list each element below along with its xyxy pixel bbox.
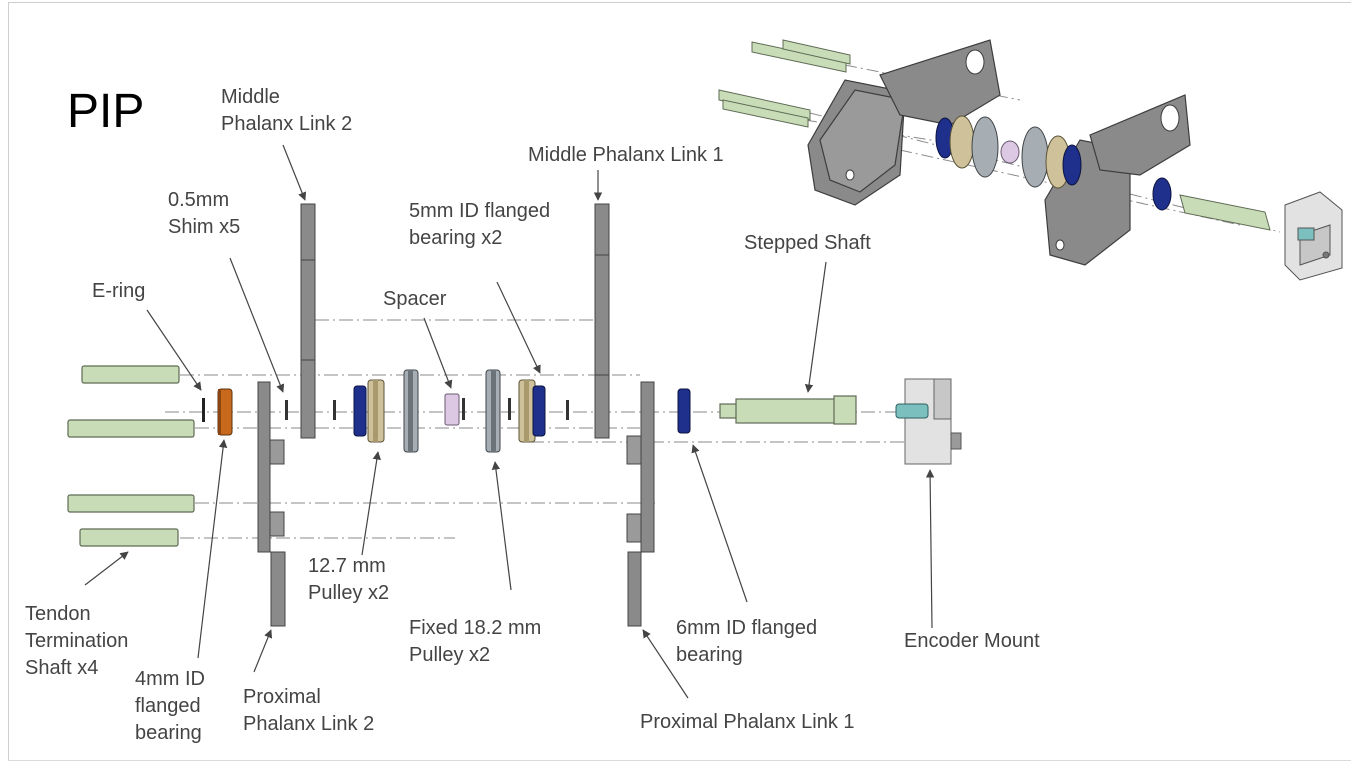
bearing-6mm-part: [677, 388, 691, 434]
arrow-shim: [229, 257, 285, 393]
pulley-12-7-part: [367, 379, 385, 443]
isometric-assembly-view: [718, 39, 1343, 281]
fixed-pulley-18-2-part: [485, 369, 501, 453]
fixed-pulley-18-2-part: [403, 369, 419, 453]
arrow-proximal-link-2: [253, 629, 273, 673]
arrow-spacer: [423, 317, 453, 389]
label-stepped-shaft: Stepped Shaft: [744, 232, 871, 254]
bearing-5mm-part: [353, 385, 367, 437]
middle-link-2-part: [300, 203, 316, 439]
label-bearing-4mm: 4mm ID flanged bearing: [135, 668, 205, 744]
arrow-bearing-6mm: [691, 444, 748, 603]
label-spacer: Spacer: [383, 288, 447, 310]
label-e-ring: E-ring: [92, 280, 146, 302]
arrow-fixed-pulley: [491, 461, 512, 591]
callout-arrows: [84, 144, 935, 699]
tendon-shaft-group: [67, 365, 195, 547]
encoder-mount-part: [895, 378, 962, 465]
label-shim: 0.5mm Shim x5: [168, 189, 241, 238]
label-proximal-phalanx-link-1: Proximal Phalanx Link 1: [640, 711, 855, 733]
label-bearing-5mm: 5mm ID flanged bearing x2: [409, 200, 551, 249]
tendon-shaft: [67, 419, 195, 438]
bearing-5mm-part: [532, 385, 546, 437]
label-pulley-12-7: 12.7 mm Pulley x2: [308, 555, 390, 604]
arrow-stepped-shaft: [804, 261, 827, 393]
label-bearing-6mm: 6mm ID flanged bearing: [676, 617, 818, 666]
spacer-part: [444, 393, 460, 426]
slide-border: [8, 2, 1351, 761]
arrow-encoder-mount: [925, 469, 935, 629]
stepped-shaft-part: [719, 395, 857, 425]
tendon-shaft: [79, 528, 179, 547]
label-middle-phalanx-link-1: Middle Phalanx Link 1: [528, 144, 724, 166]
arrow-proximal-link-1: [642, 629, 689, 699]
label-proximal-phalanx-link-2: Proximal Phalanx Link 2: [243, 686, 375, 735]
middle-link-1-part: [594, 203, 610, 439]
label-middle-phalanx-link-2: Middle Phalanx Link 2: [221, 86, 353, 135]
label-fixed-pulley-18-2: Fixed 18.2 mm Pulley x2: [409, 617, 542, 666]
arrow-e-ring: [146, 309, 202, 391]
label-encoder-mount: Encoder Mount: [904, 630, 1040, 652]
tendon-shaft: [81, 365, 180, 384]
e-ring-part: [202, 398, 205, 422]
arrow-tendon-shaft: [84, 551, 129, 586]
proximal-link-2-part: [257, 381, 286, 627]
shim-parts: [285, 398, 569, 420]
arrow-bearing-5mm: [496, 281, 541, 374]
label-tendon-shaft: Tendon Termination Shaft x4: [25, 603, 129, 679]
arrow-middle-link-2: [282, 144, 307, 201]
bearing-4mm-part: [217, 388, 233, 436]
arrow-bearing-4mm: [197, 439, 228, 659]
tendon-shaft: [67, 494, 195, 513]
arrow-pulley-12-7: [361, 451, 381, 556]
proximal-link-1-part: [626, 381, 655, 627]
slide-title: PIP: [67, 85, 145, 138]
